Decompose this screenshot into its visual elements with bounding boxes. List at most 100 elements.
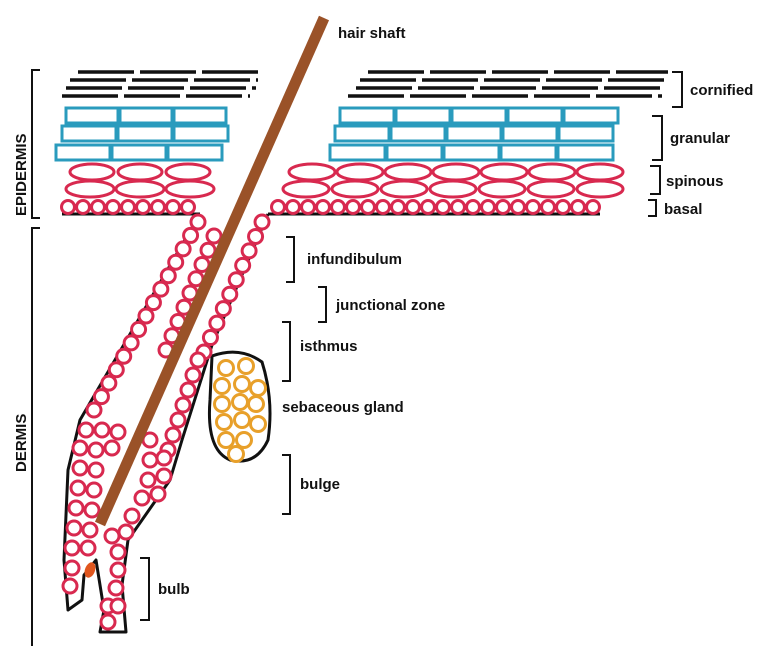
follicle-cell: [119, 525, 133, 539]
bulb-bracket: [140, 558, 149, 620]
basal-bracket: [648, 200, 656, 216]
granular-label: granular: [670, 130, 730, 147]
dermis-bracket: [32, 228, 40, 646]
spinous-label: spinous: [666, 173, 724, 190]
spinous-cell: [479, 181, 525, 197]
sebaceous-cell: [251, 381, 266, 396]
dermis-label: DERMIS: [13, 414, 30, 472]
spinous-layer: [66, 164, 623, 197]
follicle-cell: [151, 487, 165, 501]
follicle-cell: [143, 453, 157, 467]
basal-cell: [62, 201, 75, 214]
follicle-cell: [139, 309, 153, 323]
follicle-cell: [242, 244, 256, 258]
follicle-cell: [157, 469, 171, 483]
bulge-bracket: [282, 455, 290, 514]
infundibulum-label: infundibulum: [307, 251, 402, 268]
granular-cell: [120, 108, 172, 123]
follicle-cell: [71, 481, 85, 495]
basal-cell: [407, 201, 420, 214]
spinous-cell: [283, 181, 329, 197]
granular-cell: [559, 126, 613, 141]
basal-layer: [62, 201, 600, 214]
follicle-cell: [109, 363, 123, 377]
granular-cell: [66, 108, 118, 123]
spinous-cell: [166, 164, 210, 180]
granular-cell: [447, 126, 501, 141]
granular-cell: [174, 126, 228, 141]
spinous-cell: [66, 181, 114, 197]
spinous-cell: [577, 164, 623, 180]
follicle-cell: [186, 368, 200, 382]
junctional-zone-label: junctional zone: [335, 297, 445, 314]
follicle-cell: [63, 579, 77, 593]
basal-cell: [467, 201, 480, 214]
follicle-cell: [132, 322, 146, 336]
follicle-cell: [73, 441, 87, 455]
follicle-cell: [141, 473, 155, 487]
follicle-cell: [125, 509, 139, 523]
follicle-cell: [236, 258, 250, 272]
basal-cell: [122, 201, 135, 214]
follicle-cell: [229, 273, 243, 287]
spinous-cell: [430, 181, 476, 197]
granular-cell: [508, 108, 562, 123]
hair-shaft: [100, 18, 324, 524]
granular-bracket: [652, 116, 662, 160]
sebaceous-cell: [219, 361, 234, 376]
basal-cell: [332, 201, 345, 214]
follicle-cell: [135, 491, 149, 505]
basal-cell: [542, 201, 555, 214]
basal-cell: [347, 201, 360, 214]
spinous-cell: [433, 164, 479, 180]
granular-cell: [444, 145, 499, 160]
granular-cell: [62, 126, 116, 141]
sebaceous-cell: [251, 417, 266, 432]
basal-cell: [557, 201, 570, 214]
basal-cell: [77, 201, 90, 214]
follicle-cell: [67, 521, 81, 535]
follicle-cell: [83, 523, 97, 537]
infundibulum-bracket: [286, 237, 294, 282]
basal-cell: [272, 201, 285, 214]
basal-cell: [452, 201, 465, 214]
spinous-cell: [529, 164, 575, 180]
follicle-cell: [146, 296, 160, 310]
follicle-cell: [94, 390, 108, 404]
follicle-cell: [81, 541, 95, 555]
epidermis-label: EPIDERMIS: [13, 133, 30, 216]
hair-shaft-line: [100, 18, 324, 524]
sebaceous-cell: [233, 395, 248, 410]
spinous-cell: [577, 181, 623, 197]
follicle-cell: [169, 255, 183, 269]
granular-cell: [112, 145, 166, 160]
follicle-cell: [73, 461, 87, 475]
follicle-cell: [207, 229, 221, 243]
follicle-cell: [181, 383, 195, 397]
follicle-cell: [210, 316, 224, 330]
follicle-cell: [69, 501, 83, 515]
sebaceous-cell: [235, 413, 250, 428]
follicle-cell: [87, 403, 101, 417]
basal-cell: [377, 201, 390, 214]
sebaceous-cell: [215, 379, 230, 394]
isthmus-label: isthmus: [300, 338, 358, 355]
spinous-cell: [116, 181, 164, 197]
cornified-bracket: [672, 72, 682, 107]
spinous-cell: [166, 181, 214, 197]
granular-cell: [387, 145, 442, 160]
follicle-cell: [111, 599, 125, 613]
granular-cell: [452, 108, 506, 123]
basal-cell: [512, 201, 525, 214]
sebaceous-cell: [239, 359, 254, 374]
basal-cell: [92, 201, 105, 214]
granular-cell: [330, 145, 385, 160]
follicle-cell: [87, 483, 101, 497]
follicle-cell: [216, 302, 230, 316]
spinous-cell: [118, 164, 162, 180]
sebaceous-cell: [249, 397, 264, 412]
sebaceous-gland: [209, 352, 270, 461]
basal-cell: [317, 201, 330, 214]
granular-cell: [168, 145, 222, 160]
